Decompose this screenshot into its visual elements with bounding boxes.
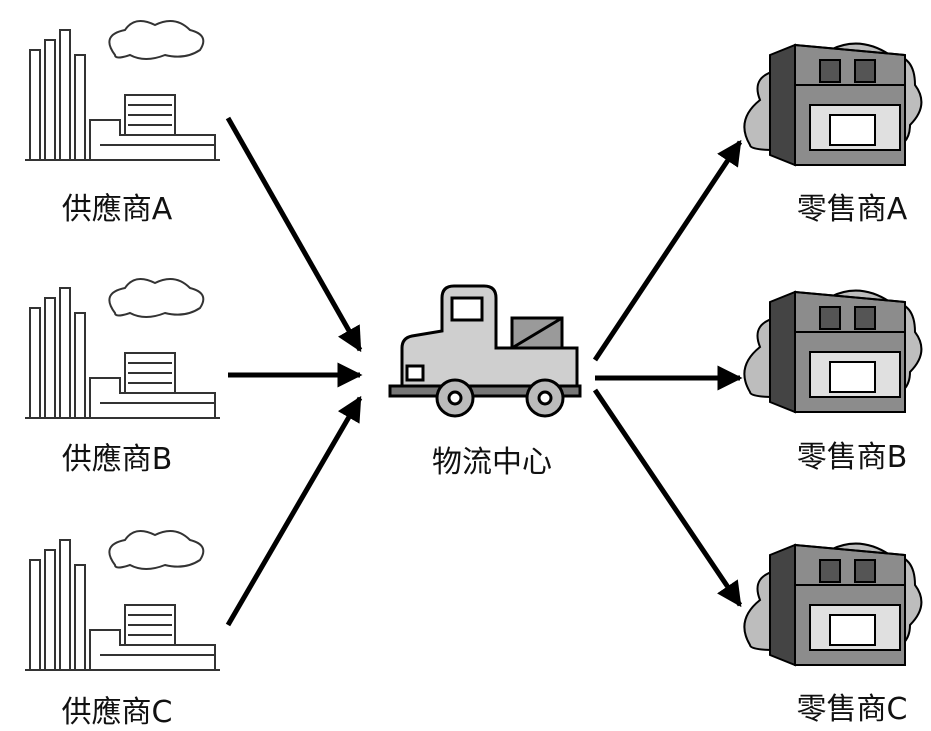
factory-icon [25,20,220,161]
supplier-a-label: 供應商A [61,192,173,227]
factory-icon [25,278,220,419]
supplier-b-label: 供應商B [61,442,173,477]
arrow-supplier-a-to-hub [225,116,363,353]
hub-label: 物流中心 [432,445,552,480]
arrow-hub-to-retailer-a [592,139,743,362]
supplier-c-label: 供應商C [61,695,173,730]
store-icon [743,42,923,167]
store-icon [743,542,923,667]
retailer-b-label: 零售商B [796,440,908,475]
factory-icon [25,530,220,671]
retailer-c-label: 零售商C [796,692,908,727]
store-icon [743,289,923,414]
arrow-supplier-c-to-hub [225,395,363,627]
arrow-hub-to-retailer-c [592,388,743,608]
truck-icon [388,284,582,418]
retailer-a-label: 零售商A [796,192,908,227]
